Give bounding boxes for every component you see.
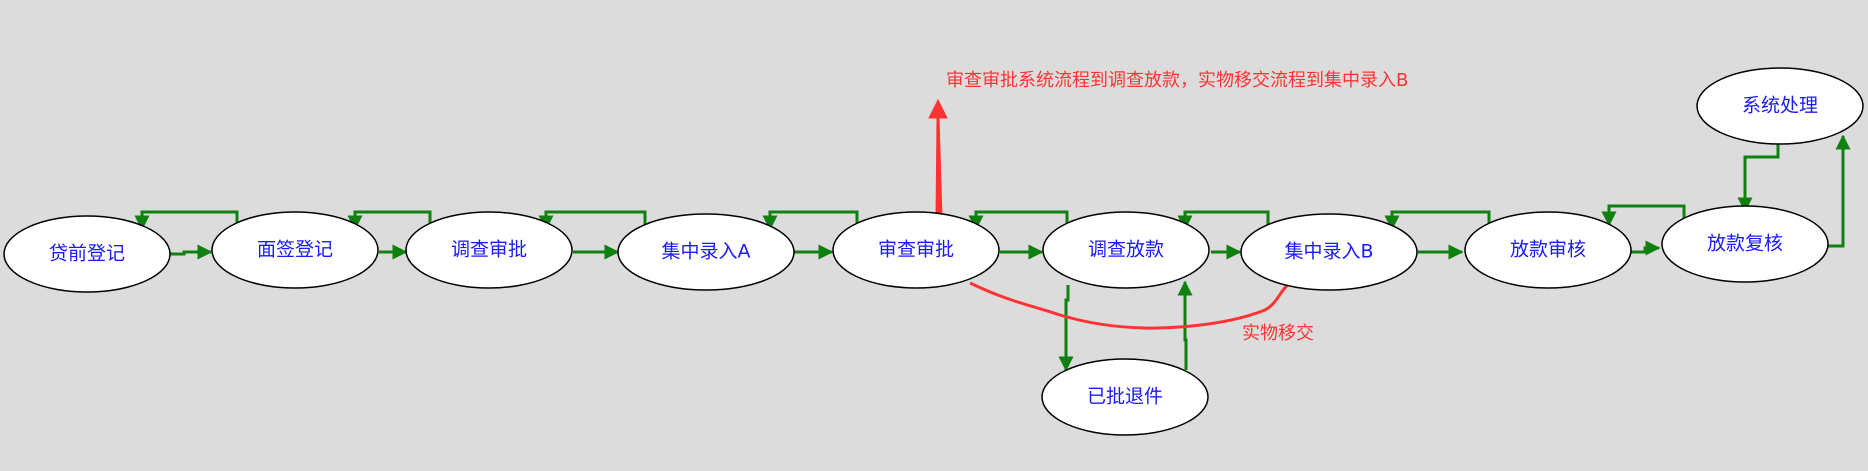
loop-6	[1177, 210, 1270, 231]
svg-text:放款复核: 放款复核	[1707, 233, 1783, 255]
loop-4	[762, 210, 859, 231]
handover-curve	[969, 281, 1291, 330]
nodes: 贷前登记 面签登记 调查审批 集中录入A 审查审批 调查放款 集中录入B 放款	[3, 67, 1864, 436]
loop-2	[347, 210, 432, 231]
svg-text:集中录入B: 集中录入B	[1284, 241, 1373, 263]
svg-text:放款审核: 放款审核	[1510, 239, 1586, 261]
flow-arrow-8-9	[1630, 240, 1661, 256]
node-central-entry-b[interactable]: 集中录入B	[1240, 213, 1418, 291]
node-interview-registration[interactable]: 面签登记	[211, 211, 379, 289]
loop-7	[1384, 210, 1491, 231]
node-investigation-approval[interactable]: 调查审批	[405, 211, 573, 289]
svg-text:系统处理: 系统处理	[1742, 95, 1818, 117]
svg-text:已批退件: 已批退件	[1087, 386, 1163, 408]
flow-arrow-9-10	[1826, 134, 1851, 248]
flow-connectors	[134, 134, 1851, 372]
svg-text:调查审批: 调查审批	[451, 239, 527, 261]
loop-8	[1601, 204, 1686, 227]
node-system-processing[interactable]: 系统处理	[1696, 67, 1864, 145]
svg-text:调查放款: 调查放款	[1088, 239, 1164, 261]
handover-note: 实物移交	[1242, 323, 1314, 344]
loop-1	[134, 210, 239, 231]
node-investigation-disbursement[interactable]: 调查放款	[1042, 211, 1210, 289]
annotations: 审查审批系统流程到调查放款，实物移交流程到集中录入B 实物移交	[928, 70, 1408, 344]
loop-3	[538, 210, 647, 231]
node-central-entry-a[interactable]: 集中录入A	[617, 213, 795, 291]
svg-text:面签登记: 面签登记	[257, 239, 333, 261]
flow-arrow-11-6	[1177, 280, 1193, 370]
loop-5	[968, 210, 1069, 231]
node-review-approval[interactable]: 审查审批	[832, 211, 1000, 289]
node-disbursement-audit[interactable]: 放款审核	[1464, 211, 1632, 289]
svg-text:审查审批: 审查审批	[878, 239, 954, 261]
red-arrow-up	[928, 98, 948, 219]
node-approved-returned[interactable]: 已批退件	[1041, 358, 1209, 436]
node-loan-pre-registration[interactable]: 贷前登记	[3, 215, 171, 293]
flow-arrow-1-2	[170, 244, 213, 260]
top-note: 审查审批系统流程到调查放款，实物移交流程到集中录入B	[946, 70, 1408, 91]
svg-text:集中录入A: 集中录入A	[662, 241, 751, 263]
svg-text:贷前登记: 贷前登记	[49, 243, 125, 265]
flow-arrow-10-9	[1737, 144, 1780, 213]
flow-arrow-6-11	[1058, 285, 1074, 372]
node-disbursement-recheck[interactable]: 放款复核	[1661, 205, 1829, 283]
